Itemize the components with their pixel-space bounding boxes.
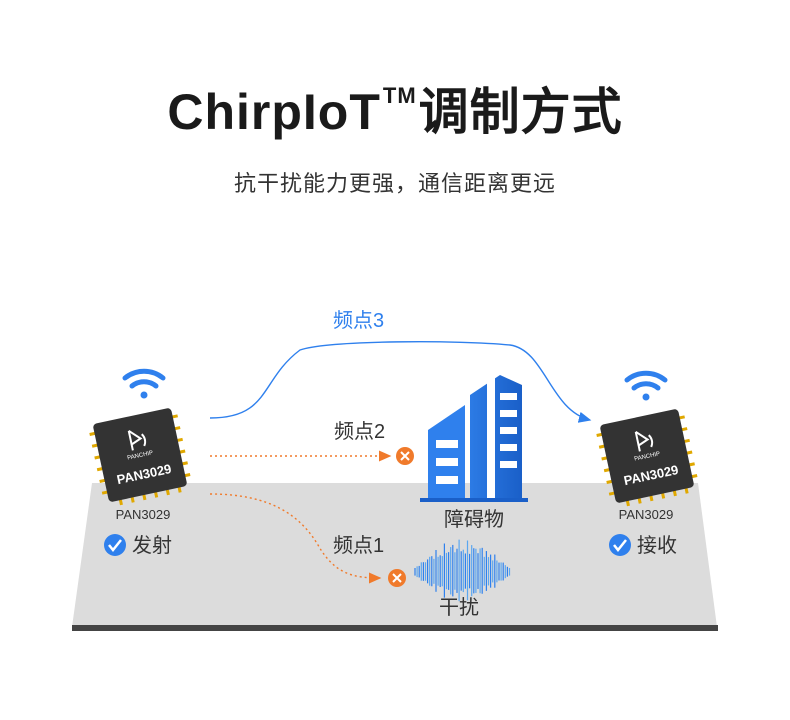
tx-model-label: PAN3029 xyxy=(116,507,171,522)
freq2-blocked-icon xyxy=(396,447,414,465)
rx-wifi-icon xyxy=(624,370,668,401)
ground-edge xyxy=(72,625,718,631)
interference-label: 干扰 xyxy=(439,596,479,619)
rx-chip: PANCHIP PAN3029 xyxy=(596,409,698,507)
freq1-label: 频点1 xyxy=(333,534,384,557)
building-icon xyxy=(420,372,528,502)
rx-model-label: PAN3029 xyxy=(619,507,674,522)
tx-check-icon xyxy=(104,534,126,556)
ground-plane xyxy=(72,483,717,627)
freq1-blocked-icon xyxy=(388,569,406,587)
svg-text:PANCHIP: PANCHIP xyxy=(634,451,661,462)
freq2-label: 频点2 xyxy=(334,420,385,443)
freq3-path xyxy=(209,341,592,423)
page-subtitle: 抗干扰能力更强，通信距离更远 xyxy=(233,171,556,196)
tx-status: 发射 xyxy=(132,534,172,557)
interference-wave-icon xyxy=(414,539,511,602)
page-title: ChirpIoTTM调制方式 xyxy=(167,83,623,140)
rx-status: 接收 xyxy=(637,534,677,557)
obstacle-label: 障碍物 xyxy=(444,508,504,531)
tx-chip: PANCHIP PAN3029 xyxy=(89,408,191,506)
freq3-label: 频点3 xyxy=(333,309,384,332)
svg-text:PANCHIP: PANCHIP xyxy=(127,450,154,461)
rx-check-icon xyxy=(609,534,631,556)
freq1-path xyxy=(209,493,382,584)
tx-wifi-icon xyxy=(122,368,166,399)
